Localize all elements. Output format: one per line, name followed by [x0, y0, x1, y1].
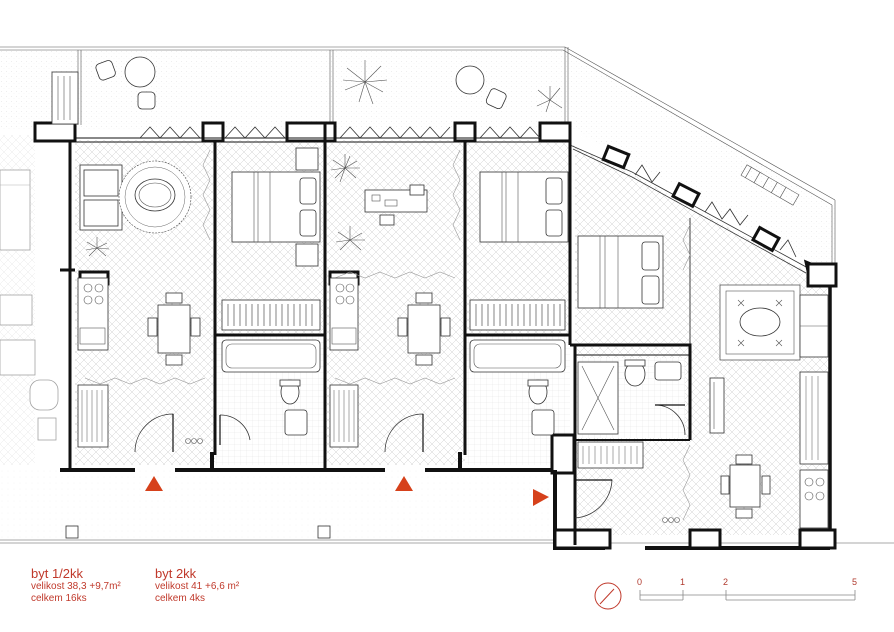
- legend-unit-1kk: byt 1/2kk velikost 38,3 +9,7m² celkem 16…: [31, 566, 121, 605]
- legend-count: celkem 16ks: [31, 593, 87, 604]
- scale-bar: [639, 590, 856, 601]
- legend-size: velikost 41 +6,6 m²: [155, 581, 240, 592]
- corridor-area: [0, 468, 894, 544]
- neighbour-unit: [0, 135, 59, 465]
- terrace-furniture: [51, 56, 800, 206]
- unit2-furniture: [329, 154, 451, 453]
- legend-count: celkem 4ks: [155, 593, 206, 604]
- legend-size: velikost 38,3 +9,7m²: [31, 581, 121, 592]
- legend-title: byt 1/2kk: [31, 566, 84, 581]
- scale-label-1: 1: [680, 577, 686, 587]
- folding-partitions: [84, 149, 691, 521]
- entrance-arrow-icon: [145, 476, 549, 506]
- scale-label-5: 5: [852, 577, 858, 587]
- terrace-area: [0, 46, 836, 272]
- north-arrow-icon: [594, 582, 622, 610]
- scale-label-0: 0: [637, 577, 643, 587]
- legend-unit-2kk: byt 2kk velikost 41 +6,6 m² celkem 4ks: [155, 566, 239, 605]
- facade-windows: [139, 126, 797, 258]
- unit2-bedroom: [469, 171, 569, 436]
- unit1-furniture: [77, 160, 203, 453]
- legend-title: byt 2kk: [155, 566, 197, 581]
- unit3-furniture: [574, 235, 829, 529]
- unit1-bedroom: [219, 147, 321, 445]
- scale-label-2: 2: [723, 577, 729, 587]
